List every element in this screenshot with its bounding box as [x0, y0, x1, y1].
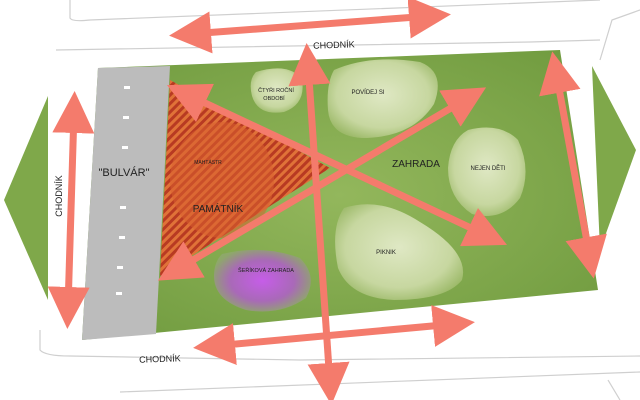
label-lilac-garden: ŠEŘÍKOVÁ ZAHRADA: [238, 266, 294, 274]
label-not-only-kids: NEJEN DĚTI: [470, 164, 505, 172]
label-picnic: PIKNIK: [376, 250, 396, 256]
label-boulevard: "BULVÁR": [98, 166, 149, 179]
label-garden: ZAHRADA: [392, 159, 440, 170]
label-memorial-small: MAHTÁSTR: [194, 159, 222, 166]
label-memorial: PAMÁTNÍK: [193, 202, 244, 215]
arrow-diagonal-b: [157, 87, 487, 281]
lawn-right-wedge: [592, 66, 636, 250]
boulevard-dashes: [116, 86, 130, 295]
arrow-top-sidewalk: [169, 0, 451, 54]
label-seasons-line2: OBDOBÍ: [263, 95, 285, 102]
boulevard-strip: [82, 66, 170, 340]
movement-arrows: [47, 0, 607, 400]
lawn-left-wedge: [4, 96, 48, 300]
arrow-right-sidewalk: [539, 51, 607, 279]
label-storytelling: POVÍDEJ SI: [351, 89, 384, 96]
label-sidewalk-left: CHODNÍK: [54, 175, 64, 217]
arrow-left-sidewalk: [47, 91, 95, 329]
label-sidewalk-bottom: CHODNÍK: [139, 353, 181, 364]
label-seasons-line1: ČTYŘI ROČNÍ: [258, 86, 294, 94]
label-sidewalk-top: CHODNÍK: [313, 39, 355, 50]
arrow-bottom-sidewalk: [193, 305, 475, 365]
